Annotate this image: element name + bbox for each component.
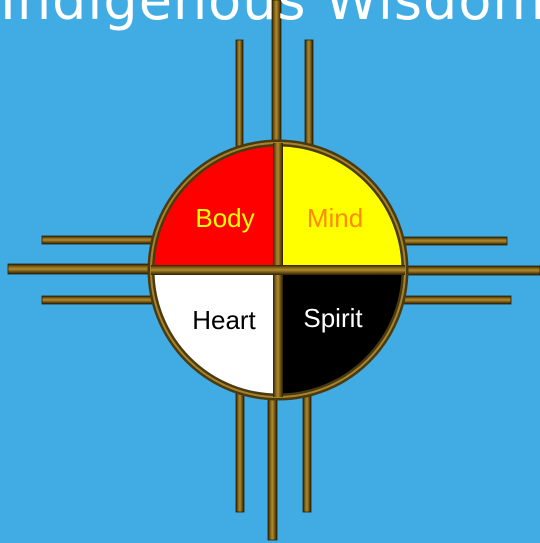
wheel-frame <box>151 143 405 397</box>
left-ray-bottom <box>42 296 162 304</box>
spirit-label: Spirit <box>303 303 363 333</box>
heart-label: Heart <box>192 305 256 335</box>
right-ray-center <box>395 266 540 275</box>
right-ray-top <box>395 237 507 245</box>
bottom-ray-right <box>303 390 311 512</box>
mind-label: Mind <box>307 203 363 233</box>
bottom-ray-left <box>236 390 244 512</box>
page-title: Indigenous Wisdom <box>0 0 540 28</box>
wheel-divider-horizontal <box>151 265 405 275</box>
body-label: Body <box>195 203 254 233</box>
left-ray-center <box>8 264 162 274</box>
left-ray-top <box>42 236 162 244</box>
bottom-ray-center <box>268 390 277 540</box>
right-ray-bottom <box>395 296 511 304</box>
